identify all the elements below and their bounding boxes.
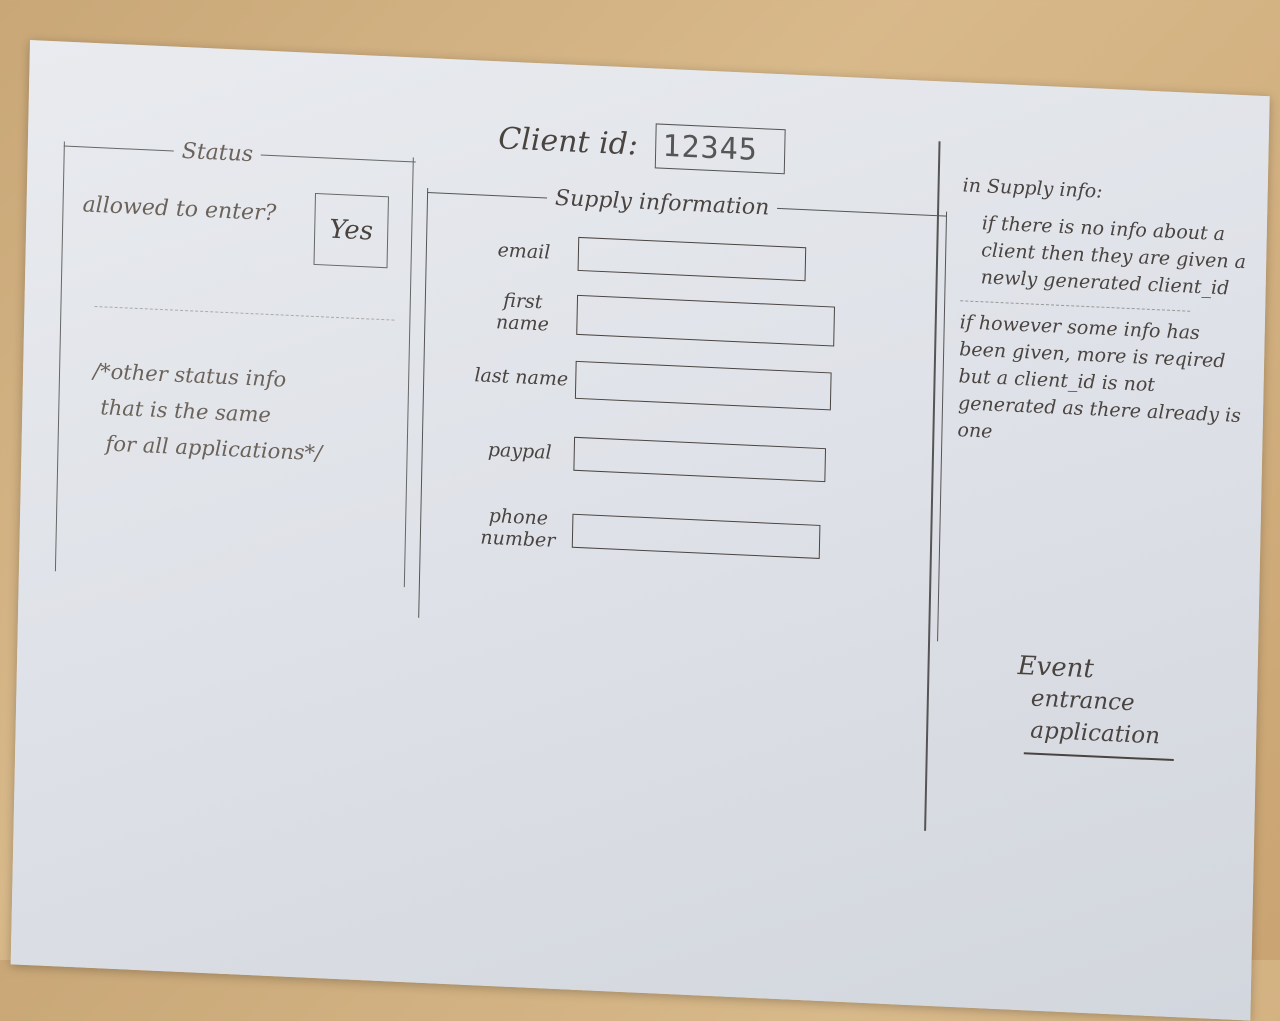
paper-sheet: Client id: 12345 Status allowed to enter… xyxy=(10,40,1270,1021)
phone-number-field[interactable] xyxy=(571,513,821,559)
notes-panel: in Supply info: if there is no info abou… xyxy=(957,172,1253,457)
other-status-info: /*other status info that is the same for… xyxy=(91,353,324,471)
note-some-info: if however some info has been given, mor… xyxy=(957,311,1242,443)
app-title-line3: application xyxy=(1029,717,1161,750)
client-id-label: Client id: xyxy=(497,121,639,163)
email-label: email xyxy=(497,239,551,264)
phone-number-label: phone number xyxy=(480,504,556,552)
app-title: Event entrance application xyxy=(1016,650,1176,762)
last-name-label: last name xyxy=(474,364,569,391)
client-id-field[interactable]: 12345 xyxy=(655,123,786,175)
paypal-label: paypal xyxy=(487,438,552,464)
note-no-info: if there is no info about a client then … xyxy=(980,212,1247,300)
notes-heading: in Supply info: xyxy=(962,174,1103,203)
client-id-row: Client id: 12345 xyxy=(497,116,786,175)
allowed-value-box[interactable]: Yes xyxy=(313,192,389,269)
first-name-label: first name xyxy=(495,289,550,336)
app-title-underline xyxy=(1023,752,1174,762)
